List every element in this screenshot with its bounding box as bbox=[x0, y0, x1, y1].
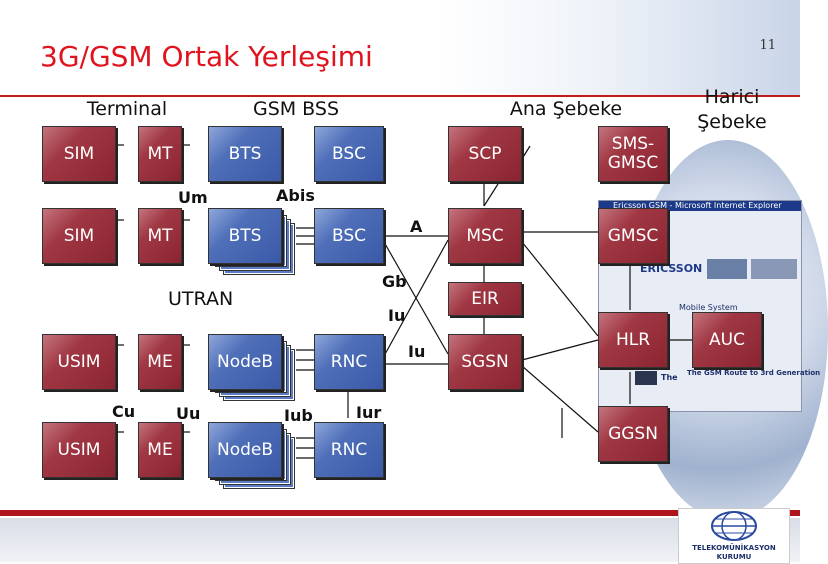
scp-msc-line bbox=[483, 183, 499, 207]
sms-gmsc-node: SMS- GMSC bbox=[598, 126, 668, 182]
footer-background bbox=[0, 518, 800, 562]
me-node: ME bbox=[138, 422, 182, 478]
sim-node: SIM bbox=[42, 208, 116, 264]
usim-node: USIM bbox=[42, 422, 116, 478]
sim-node: SIM bbox=[42, 126, 116, 182]
nodeb-node: NodeB bbox=[208, 422, 282, 478]
auc-node: AUC bbox=[692, 312, 762, 368]
interface-label-gb: Gb bbox=[382, 272, 407, 291]
sgsn-node: SGSN bbox=[448, 334, 522, 390]
usim-node: USIM bbox=[42, 334, 116, 390]
logo-text-line2: KURUMU bbox=[716, 553, 752, 561]
connection-lines bbox=[116, 144, 692, 459]
screen-photo bbox=[635, 371, 657, 385]
interface-label-abis: Abis bbox=[276, 186, 315, 205]
ggsn-node: GGSN bbox=[598, 406, 668, 462]
globe-logo-icon bbox=[711, 511, 757, 541]
gmsc-node: GMSC bbox=[598, 208, 668, 264]
screen-photo bbox=[707, 259, 747, 279]
interface-label-cu: Cu bbox=[112, 402, 136, 421]
bts-node: BTS bbox=[208, 126, 282, 182]
interface-label-iur: Iur bbox=[356, 403, 382, 422]
rnc-node: RNC bbox=[314, 422, 384, 478]
interface-label-uu: Uu bbox=[176, 404, 201, 423]
interface-label-iub: Iub bbox=[284, 406, 313, 425]
msc-node: MSC bbox=[448, 208, 522, 264]
header-ana-sebeke: Ana Şebeke bbox=[509, 98, 623, 120]
screen-photo bbox=[751, 259, 797, 279]
nodeb-node: NodeB bbox=[208, 334, 282, 390]
sgsn-hlr-line bbox=[521, 339, 599, 361]
bsc-node: BSC bbox=[314, 126, 384, 182]
scp-node: SCP bbox=[448, 126, 522, 182]
header-harici-sebeke-line2: Şebeke bbox=[697, 111, 767, 133]
sms-gmsc-label-line1: SMS- bbox=[611, 134, 655, 155]
utran-label: UTRAN bbox=[168, 288, 234, 310]
me-node: ME bbox=[138, 334, 182, 390]
bts-node: BTS bbox=[208, 208, 282, 264]
screen-mobile-systems: Mobile System bbox=[679, 303, 738, 312]
interface-label-um: Um bbox=[178, 188, 208, 207]
slide-title: 3G/GSM Ortak Yerleşimi bbox=[40, 40, 373, 73]
title-rule bbox=[0, 95, 800, 97]
interface-label-iu: Iu bbox=[408, 342, 426, 361]
screen-the: The bbox=[661, 373, 678, 382]
eir-node: EIR bbox=[448, 282, 522, 316]
telekomunikasyon-kurumu-logo: TELEKOMÜNİKASYON KURUMU bbox=[678, 508, 790, 564]
screen-headline: The GSM Route to 3rd Generation bbox=[687, 369, 821, 377]
header-harici-sebeke-line1: Harici bbox=[704, 86, 760, 108]
hlr-node: HLR bbox=[598, 312, 668, 368]
header-gsm-bss: GSM BSS bbox=[252, 98, 340, 120]
iu-line bbox=[383, 239, 449, 357]
interface-label-a: A bbox=[410, 217, 423, 236]
footer-band bbox=[0, 510, 800, 516]
browser-title: Ericsson GSM - Microsoft Internet Explor… bbox=[613, 201, 782, 210]
page-number: 11 bbox=[759, 38, 776, 53]
rnc-node: RNC bbox=[314, 334, 384, 390]
mt-node: MT bbox=[138, 126, 182, 182]
sgsn-ggsn-line bbox=[521, 365, 599, 433]
browser-title-bar bbox=[599, 201, 801, 211]
header-terminal: Terminal bbox=[86, 98, 168, 120]
ericsson-logo: ERICSSON bbox=[640, 262, 703, 275]
sms-gmsc-label-line2: GMSC bbox=[607, 153, 659, 173]
mt-node: MT bbox=[138, 208, 182, 264]
logo-text-line1: TELEKOMÜNİKASYON bbox=[692, 544, 776, 552]
header-background bbox=[0, 0, 800, 96]
msc-hlr-line bbox=[521, 241, 599, 337]
interface-label-iu: Iu bbox=[388, 306, 406, 325]
bsc-node: BSC bbox=[314, 208, 384, 264]
